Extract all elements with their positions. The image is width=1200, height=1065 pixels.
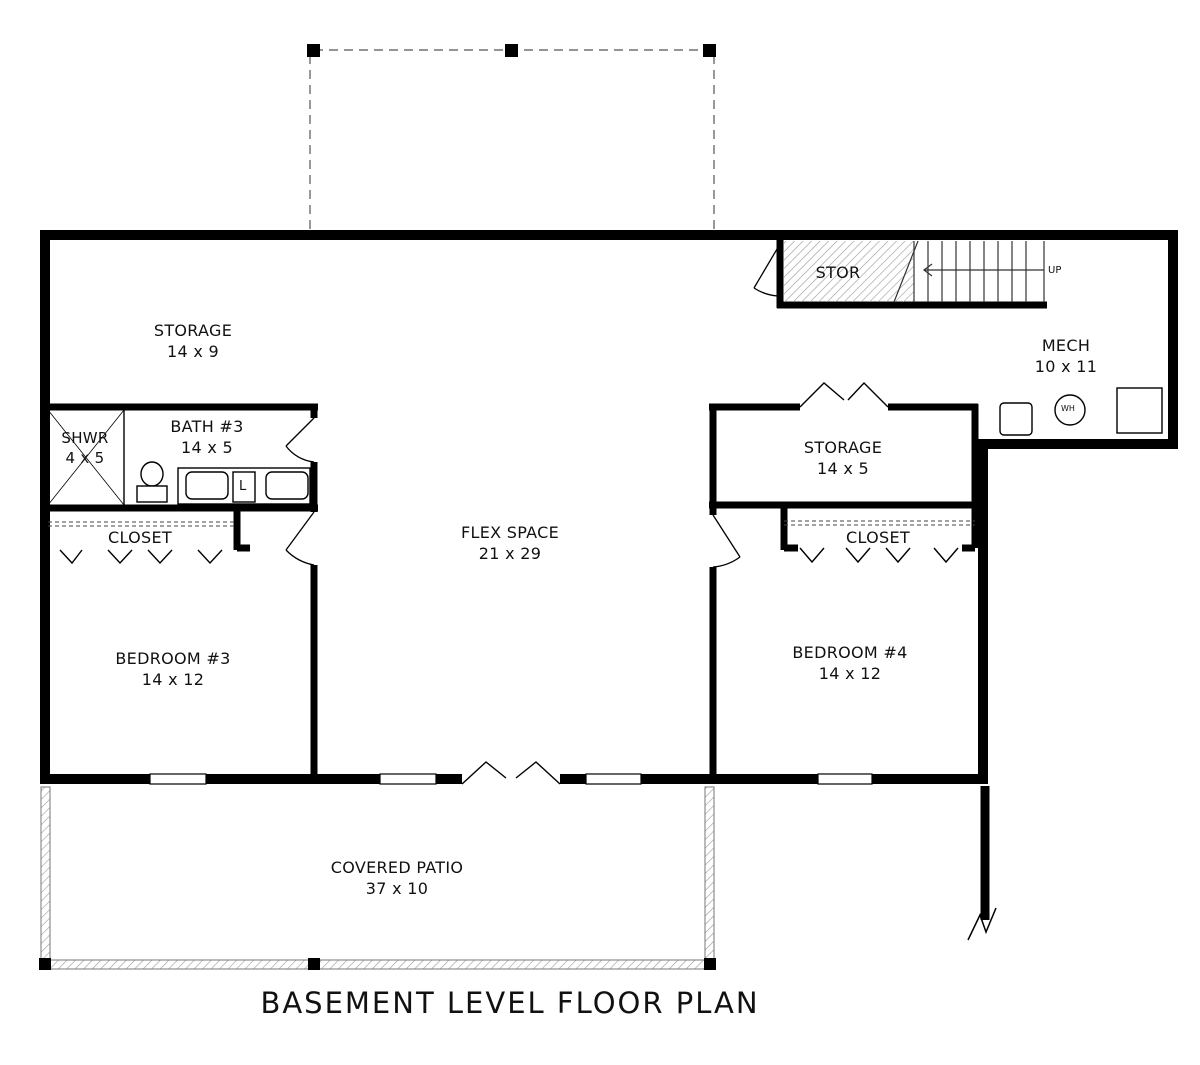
room-dims: 14 x 9	[167, 342, 219, 361]
room-name: STORAGE	[153, 321, 233, 340]
upper-deck-outline	[309, 49, 715, 232]
deck-posts	[307, 44, 716, 57]
patio-rail-left	[40, 786, 51, 963]
patio-posts	[39, 958, 716, 970]
room-bedroom4: BEDROOM #4 14 x 12	[792, 642, 907, 684]
room-closet-right: CLOSET	[846, 527, 910, 548]
patio-rail-bottom	[49, 959, 706, 970]
room-dims: 21 x 29	[478, 544, 542, 563]
mech-fixtures	[999, 387, 1163, 436]
patio-rail-right	[704, 786, 715, 963]
room-stor: STOR	[816, 262, 861, 283]
room-dims: 14 x 5	[817, 459, 869, 478]
room-mech: MECH 10 x 11	[1035, 335, 1097, 377]
room-name: SHWR	[61, 429, 109, 447]
room-name: CLOSET	[846, 528, 910, 547]
room-dims: 14 x 12	[141, 670, 205, 689]
room-flex: FLEX SPACE 21 x 29	[461, 522, 559, 564]
exterior-walls	[40, 230, 1178, 780]
room-dims: 14 x 5	[181, 438, 233, 457]
windows	[149, 773, 873, 785]
room-closet-left: CLOSET	[108, 527, 172, 548]
room-name: COVERED PATIO	[330, 858, 464, 877]
laundry-label: L	[239, 479, 247, 494]
stairs	[893, 240, 1045, 303]
closet-shelves	[48, 520, 975, 527]
room-dims: 14 x 12	[818, 664, 882, 683]
room-name: BEDROOM #4	[792, 643, 908, 662]
stor-closet-hatch	[784, 241, 914, 302]
room-name: CLOSET	[108, 528, 172, 547]
room-dims: 10 x 11	[1034, 357, 1098, 376]
room-dims: 37 x 10	[365, 879, 429, 898]
room-name: FLEX SPACE	[461, 523, 559, 542]
room-storage-mid: STORAGE 14 x 5	[804, 437, 882, 479]
swing-doors	[285, 243, 781, 568]
room-name: MECH	[1041, 336, 1091, 355]
room-bath: BATH #3 14 x 5	[170, 416, 243, 458]
room-storage-nw: STORAGE 14 x 9	[154, 320, 232, 362]
bath-fixtures	[47, 409, 311, 506]
room-bedroom3: BEDROOM #3 14 x 12	[115, 648, 230, 690]
room-dims: 4 x 5	[65, 449, 105, 467]
room-name: STOR	[815, 263, 861, 282]
interior-walls	[45, 403, 979, 780]
stairs-up-label: UP	[1048, 265, 1062, 276]
water-heater-label: WH	[1061, 404, 1075, 413]
room-patio: COVERED PATIO 37 x 10	[331, 857, 464, 899]
stair-enclosure	[776, 240, 1047, 309]
bifold-doors	[59, 381, 959, 785]
room-shower: SHWR 4 x 5	[61, 428, 108, 468]
room-name: BATH #3	[170, 417, 244, 436]
room-name: STORAGE	[803, 438, 883, 457]
retaining-wall	[967, 786, 997, 941]
room-name: BEDROOM #3	[115, 649, 231, 668]
plan-title: BASEMENT LEVEL FLOOR PLAN	[260, 986, 760, 1020]
